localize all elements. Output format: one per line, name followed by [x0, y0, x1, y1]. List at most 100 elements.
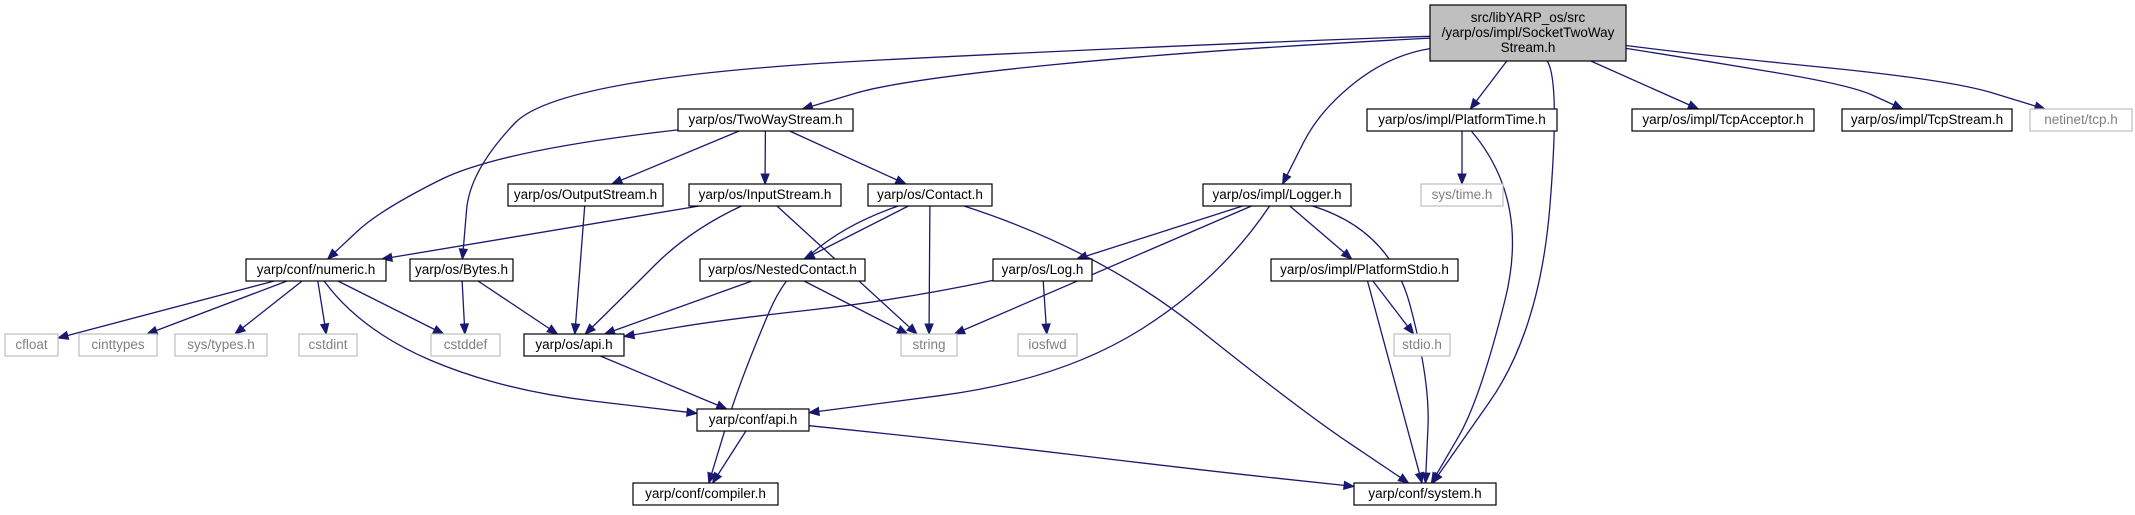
edge-contact-to-nestedcontact	[802, 205, 909, 260]
edge-arrowhead	[432, 325, 445, 335]
edge-arrowhead	[1414, 471, 1424, 485]
node-string: string	[900, 333, 958, 357]
edge-nestedcontact-to-string	[803, 280, 909, 335]
node-log[interactable]: yarp/os/Log.h	[992, 258, 1093, 282]
node-box	[699, 258, 866, 282]
edge-line	[620, 130, 740, 181]
node-tcpacceptor[interactable]: yarp/os/impl/TcpAcceptor.h	[1631, 108, 1815, 132]
node-twowaystream[interactable]: yarp/os/TwoWayStream.h	[677, 108, 854, 132]
node-label: iosfwd	[1028, 337, 1066, 352]
edge-contact-to-system	[963, 205, 1410, 484]
node-box	[523, 333, 625, 357]
node-label: yarp/os/api.h	[535, 337, 612, 352]
node-compiler[interactable]: yarp/conf/compiler.h	[632, 482, 779, 506]
node-box	[1429, 4, 1627, 62]
edge-arrowhead	[715, 400, 728, 410]
edge-root-to-bytes	[458, 35, 1431, 261]
node-inputstream[interactable]: yarp/os/InputStream.h	[688, 183, 842, 207]
node-root[interactable]: src/libYARP_os/src/yarp/os/impl/SocketTw…	[1429, 4, 1627, 62]
edge-numeric-to-cstddef	[337, 280, 445, 335]
edge-line	[811, 37, 1431, 107]
edge-platformstdio-to-system	[1366, 280, 1424, 485]
node-label: yarp/conf/numeric.h	[257, 262, 376, 277]
node-platformstdio[interactable]: yarp/os/impl/PlatformStdio.h	[1270, 258, 1459, 282]
edge-arrowhead	[894, 175, 908, 185]
edge-line	[391, 205, 700, 259]
node-system[interactable]: yarp/conf/system.h	[1353, 482, 1497, 506]
node-box	[992, 258, 1093, 282]
edge-line	[818, 205, 1271, 413]
edge-numeric-to-confapi	[323, 280, 699, 417]
node-bytes[interactable]: yarp/os/Bytes.h	[409, 258, 514, 282]
edge-arrowhead	[906, 323, 918, 335]
edge-line	[613, 280, 753, 332]
edge-arrowhead	[1340, 248, 1353, 260]
node-platformtime[interactable]: yarp/os/impl/PlatformTime.h	[1366, 108, 1558, 132]
edge-line	[591, 205, 742, 328]
node-label: sys/types.h	[187, 337, 255, 352]
edge-log-to-iosfwd	[1041, 280, 1051, 336]
edge-line	[1435, 130, 1514, 475]
edge-logger-to-platformstdio	[1289, 205, 1353, 260]
edge-line	[808, 425, 1345, 487]
node-label: yarp/os/TwoWayStream.h	[688, 112, 842, 127]
node-label: yarp/os/Log.h	[1002, 262, 1084, 277]
edge-logger-to-log	[1075, 205, 1243, 261]
edge-line	[1086, 205, 1243, 257]
edge-arrowhead	[953, 325, 967, 335]
nodes-layer: src/libYARP_os/src/yarp/os/impl/SocketTw…	[4, 4, 2133, 506]
edge-twowaystream-to-outputstream	[610, 130, 740, 185]
node-label: yarp/os/impl/Logger.h	[1212, 187, 1341, 202]
edge-line	[789, 130, 898, 181]
edge-contact-to-compiler	[707, 205, 899, 485]
node-box	[1202, 183, 1352, 207]
node-logger[interactable]: yarp/os/impl/Logger.h	[1202, 183, 1352, 207]
edge-inputstream-to-numeric	[380, 205, 700, 262]
node-tcpstream[interactable]: yarp/os/impl/TcpStream.h	[1841, 108, 2013, 132]
node-label: stdio.h	[1402, 337, 1442, 352]
node-confapi[interactable]: yarp/conf/api.h	[696, 408, 810, 432]
edge-line	[67, 280, 275, 337]
edge-line	[1437, 60, 1556, 476]
edge-line	[574, 205, 586, 325]
edge-root-to-platformtime	[1469, 60, 1508, 111]
node-nestedcontact[interactable]: yarp/os/NestedContact.h	[699, 258, 866, 282]
edge-arrowhead	[1403, 322, 1415, 336]
node-box	[1393, 333, 1451, 357]
edge-numeric-to-cinttypes	[145, 280, 288, 335]
edge-arrowhead	[711, 471, 723, 485]
edge-arrowhead	[145, 325, 159, 335]
edge-logger-to-confapi	[807, 205, 1271, 417]
node-label: yarp/os/impl/TcpAcceptor.h	[1642, 112, 1803, 127]
node-outputstream[interactable]: yarp/os/OutputStream.h	[507, 183, 664, 207]
edge-line	[323, 280, 688, 413]
edge-line	[600, 355, 718, 406]
edge-arrowhead	[233, 323, 247, 335]
node-netinet: netinet/tcp.h	[2029, 108, 2133, 132]
node-box	[174, 333, 268, 357]
edge-line	[1372, 280, 1409, 327]
node-systypes: sys/types.h	[174, 333, 268, 357]
node-numeric[interactable]: yarp/conf/numeric.h	[245, 258, 387, 282]
edge-line	[462, 35, 1431, 250]
edge-line	[242, 280, 303, 329]
node-box	[1270, 258, 1459, 282]
edge-inputstream-to-osapi	[584, 205, 742, 335]
edge-log-to-osapi	[622, 279, 994, 340]
node-box	[696, 408, 810, 432]
edge-line	[461, 280, 466, 325]
node-contact[interactable]: yarp/os/Contact.h	[867, 183, 993, 207]
edge-arrowhead	[603, 326, 617, 335]
edge-numeric-to-cstdint	[317, 280, 330, 336]
node-label: cstdint	[308, 337, 347, 352]
node-cstdint: cstdint	[298, 333, 358, 357]
node-osapi[interactable]: yarp/os/api.h	[523, 333, 625, 357]
edge-line	[633, 279, 994, 336]
node-cstddef: cstddef	[430, 333, 501, 357]
node-label: cstddef	[444, 337, 488, 352]
node-label: /yarp/os/impl/SocketTwoWay	[1442, 25, 1615, 40]
edge-arrowhead	[760, 173, 770, 186]
edge-line	[1289, 205, 1345, 253]
edge-line	[963, 205, 1252, 331]
